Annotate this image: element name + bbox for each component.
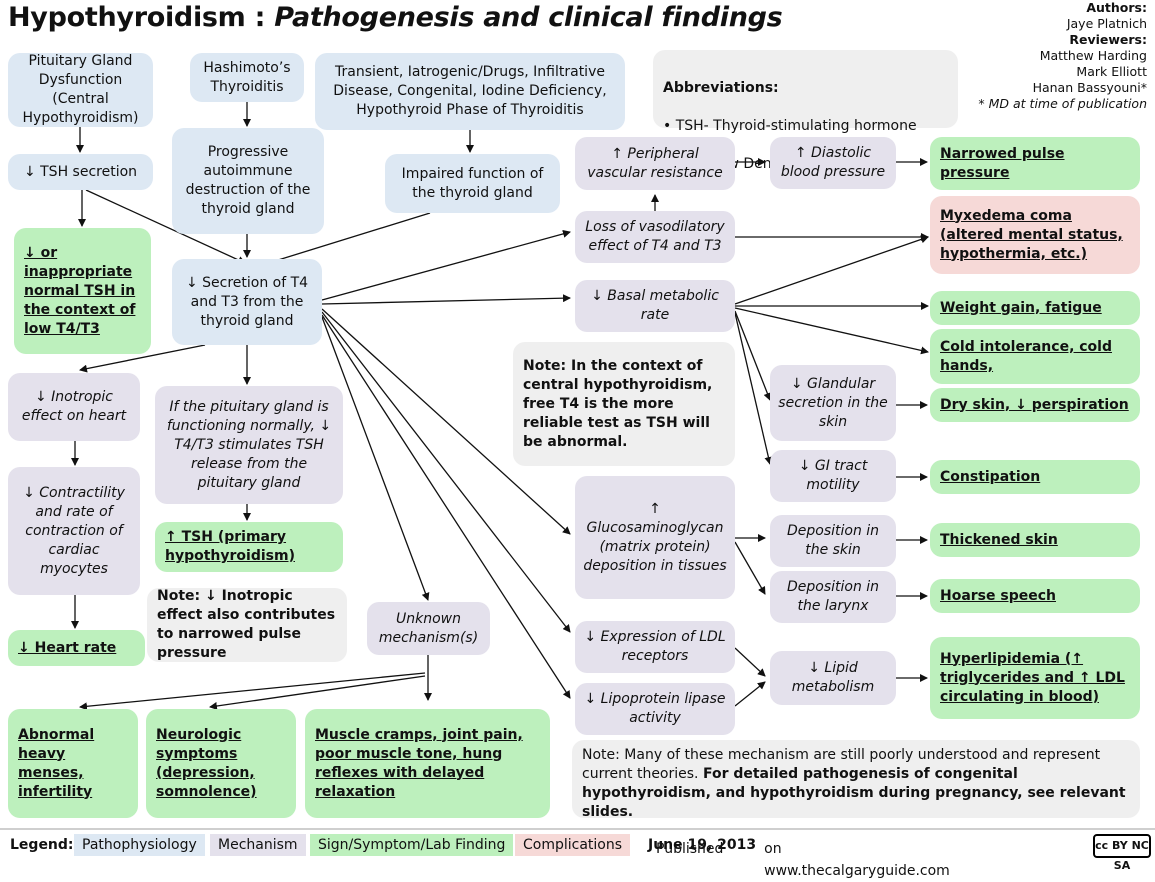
flow-arrows bbox=[71, 102, 929, 711]
weight-gain-text: Weight gain, fatigue bbox=[940, 299, 1102, 316]
dry-skin-finding: Dry skin, ↓ perspiration bbox=[930, 388, 1140, 422]
transient-causes: Transient, Iatrogenic/Drugs, Infiltrativ… bbox=[315, 53, 625, 130]
peripheral-resistance: ↑ Peripheral vascular resistance bbox=[575, 137, 735, 190]
basal-metabolic-rate: ↓ Basal metabolic rate bbox=[575, 280, 735, 332]
glandular-secretion: ↓ Glandular secretion in the skin bbox=[770, 365, 896, 441]
abbreviation-tsh: • TSH- Thyroid-stimulating hormone bbox=[663, 118, 917, 134]
muscle-cramps-text: Muscle cramps, joint pain, poor muscle t… bbox=[315, 726, 523, 800]
low-tsh-finding: ↓ or inappropriate normal TSH in the con… bbox=[14, 228, 151, 354]
thickened-skin-finding: Thickened skin bbox=[930, 523, 1140, 557]
deposition-larynx: Deposition in the larynx bbox=[770, 571, 896, 623]
heart-rate-text: ↓ Heart rate bbox=[18, 639, 117, 656]
hoarse-speech-finding: Hoarse speech bbox=[930, 579, 1140, 613]
cold-intolerance-finding: Cold intolerance, cold hands, bbox=[930, 329, 1140, 384]
reviewers-label: Reviewers: bbox=[1069, 32, 1147, 47]
legend-label: Legend: bbox=[10, 837, 74, 853]
author-name: Jaye Platnich bbox=[1066, 16, 1147, 31]
neurologic-text: Neurologic symptoms (depression, somnole… bbox=[156, 726, 257, 800]
lipid-metabolism: ↓ Lipid metabolism bbox=[770, 651, 896, 705]
neurologic-finding: Neurologic symptoms (depression, somnole… bbox=[146, 709, 296, 818]
gi-motility: ↓ GI tract motility bbox=[770, 450, 896, 502]
dry-skin-text: Dry skin, ↓ perspiration bbox=[940, 396, 1129, 413]
legend-complications: Complications bbox=[515, 834, 631, 856]
secretion-t4-t3: ↓ Secretion of T4 and T3 from the thyroi… bbox=[172, 259, 322, 345]
published-prefix: Published bbox=[656, 841, 724, 857]
constipation-finding: Constipation bbox=[930, 460, 1140, 494]
pituitary-dysfunction: Pituitary Gland Dysfunction (Central Hyp… bbox=[8, 53, 153, 127]
reviewer-1: Matthew Harding bbox=[1039, 48, 1147, 63]
reviewer-3: Hanan Bassyouni* bbox=[1032, 80, 1147, 95]
unknown-mechanism: Unknown mechanism(s) bbox=[367, 602, 490, 655]
abnormal-menses-finding: Abnormal heavy menses, infertility bbox=[8, 709, 138, 818]
myxedema-text: Myxedema coma (altered mental status, hy… bbox=[940, 207, 1123, 262]
abbreviations-label: Abbreviations: bbox=[663, 80, 779, 96]
title-sub: Pathogenesis and clinical findings bbox=[274, 2, 783, 33]
narrowed-pulse-text: Narrowed pulse pressure bbox=[940, 145, 1065, 181]
deposition-skin: Deposition in the skin bbox=[770, 515, 896, 567]
progressive-destruction: Progressive autoimmune destruction of th… bbox=[172, 128, 324, 234]
narrowed-pulse-finding: Narrowed pulse pressure bbox=[930, 137, 1140, 190]
authors-label: Authors: bbox=[1086, 0, 1147, 15]
abbreviations-box: Abbreviations: • TSH- Thyroid-stimulatin… bbox=[653, 50, 958, 172]
title-main: Hypothyroidism : bbox=[8, 2, 275, 33]
constipation-text: Constipation bbox=[940, 468, 1041, 485]
note-central: Note: In the context of central hypothyr… bbox=[513, 342, 735, 466]
legend-published: Published June 19, 2013 on www.thecalgar… bbox=[640, 834, 950, 879]
abnormal-menses-text: Abnormal heavy menses, infertility bbox=[18, 726, 95, 800]
myxedema-complication: Myxedema coma (altered mental status, hy… bbox=[930, 196, 1140, 274]
legend-mechanism: Mechanism bbox=[210, 834, 306, 856]
authors-footnote: * MD at time of publication bbox=[978, 96, 1147, 111]
hashimoto: Hashimoto’s Thyroiditis bbox=[190, 53, 304, 102]
tsh-secretion: ↓ TSH secretion bbox=[8, 154, 153, 190]
loss-vasodilatory: Loss of vasodilatory effect of T4 and T3 bbox=[575, 211, 735, 263]
impaired-function: Impaired function of the thyroid gland bbox=[385, 154, 560, 213]
page-title: Hypothyroidism : Pathogenesis and clinic… bbox=[8, 2, 783, 33]
hyperlipidemia-text: Hyperlipidemia (↑ triglycerides and ↑ LD… bbox=[940, 650, 1125, 705]
bottom-note: Note: Many of these mechanism are still … bbox=[572, 740, 1140, 820]
cc-license-icon: cc BY NC SA bbox=[1093, 834, 1151, 872]
weight-gain-finding: Weight gain, fatigue bbox=[930, 291, 1140, 325]
reviewer-2: Mark Elliott bbox=[1076, 64, 1147, 79]
legend-sign: Sign/Symptom/Lab Finding bbox=[310, 834, 514, 856]
tsh-primary-finding: ↑ TSH (primary hypothyroidism) bbox=[155, 522, 343, 572]
inotropic-effect: ↓ Inotropic effect on heart bbox=[8, 373, 140, 441]
authors-block: Authors: Jaye Platnich Reviewers: Matthe… bbox=[978, 0, 1147, 112]
glycosaminoglycan: ↑ Glucosaminoglycan (matrix protein) dep… bbox=[575, 476, 735, 599]
thickened-skin-text: Thickened skin bbox=[940, 531, 1058, 548]
diastolic-pressure: ↑ Diastolic blood pressure bbox=[770, 137, 896, 189]
muscle-cramps-finding: Muscle cramps, joint pain, poor muscle t… bbox=[305, 709, 550, 818]
if-pituitary-normal: If the pituitary gland is functioning no… bbox=[155, 386, 343, 504]
heart-rate-finding: ↓ Heart rate bbox=[8, 630, 145, 666]
cold-intolerance-text: Cold intolerance, cold hands, bbox=[940, 338, 1112, 374]
contractility: ↓ Contractility and rate of contraction … bbox=[8, 467, 140, 595]
lipoprotein-lipase: ↓ Lipoprotein lipase activity bbox=[575, 683, 735, 735]
hoarse-speech-text: Hoarse speech bbox=[940, 587, 1056, 604]
low-tsh-text: ↓ or inappropriate normal TSH in the con… bbox=[24, 244, 136, 337]
hyperlipidemia-finding: Hyperlipidemia (↑ triglycerides and ↑ LD… bbox=[930, 637, 1140, 719]
note-inotropic: Note: ↓ Inotropic effect also contribute… bbox=[147, 588, 347, 662]
ldl-receptors: ↓ Expression of LDL receptors bbox=[575, 621, 735, 673]
tsh-primary-text: ↑ TSH (primary hypothyroidism) bbox=[165, 529, 295, 564]
legend-pathophysiology: Pathophysiology bbox=[74, 834, 205, 856]
legend-bar: Legend: Pathophysiology Mechanism Sign/S… bbox=[0, 828, 1155, 879]
published-date: June 19, 2013 bbox=[648, 837, 757, 853]
bottom-note-plain: Note: Many of these mechanism are still … bbox=[582, 747, 1101, 782]
bottom-note-bold: For detailed pathogenesis of congenital … bbox=[582, 766, 1126, 820]
